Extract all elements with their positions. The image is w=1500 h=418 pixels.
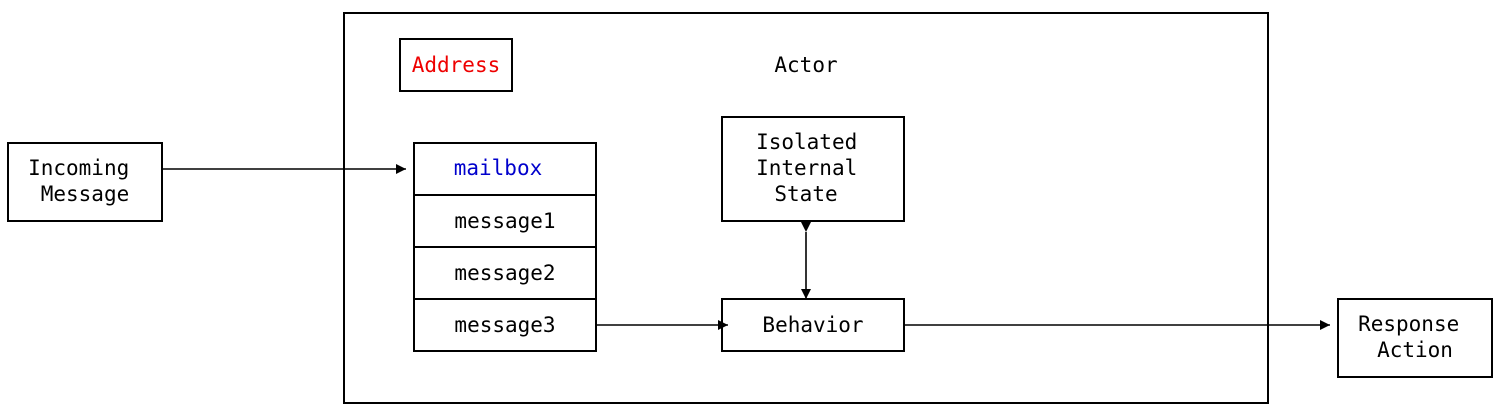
incoming-message-label: Incoming Message [28,156,142,206]
actor-title: Actor [774,53,837,77]
response-line-2: Action [1377,338,1453,362]
response-action-box [1337,298,1493,378]
response-action-label: Response Action [1358,312,1472,362]
incoming-message-box [7,142,163,222]
message-label-1: message1 [454,209,555,233]
behavior-box [721,298,905,352]
state-line-3: State [774,182,837,206]
mailbox-stack: mailbox message1 message2 message3 [413,142,597,352]
message-label-2: message2 [454,261,555,285]
internal-state-box [721,116,905,222]
mailbox-header-label: mailbox [454,156,543,180]
internal-state-label: Isolated Internal State [756,130,870,206]
state-line-2: Internal [756,156,857,180]
behavior-label: Behavior [762,313,863,337]
actor-container [343,12,1269,404]
message-label-3: message3 [454,313,555,337]
address-label: Address [412,53,501,77]
address-box [399,38,513,92]
state-line-1: Isolated [756,130,857,154]
response-line-1: Response [1358,312,1459,336]
incoming-line-2: Message [41,182,130,206]
incoming-line-1: Incoming [28,156,129,180]
